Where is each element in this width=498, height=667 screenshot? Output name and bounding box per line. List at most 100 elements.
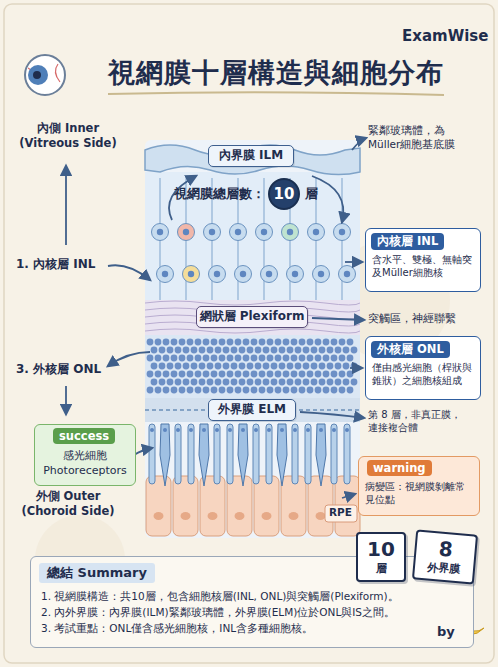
onl-nucleus [171, 339, 178, 346]
onl-nucleus [291, 387, 298, 394]
node-text: 僅由感光細胞（桿狀與錐狀）之細胞核組成 [366, 358, 480, 390]
onl-nucleus [163, 339, 170, 346]
leader-arrow [342, 494, 355, 498]
node-text: 感光細胞 Photoreceptors [35, 444, 135, 481]
onl-nucleus [151, 363, 158, 370]
heading: 外核層 ONL [371, 341, 450, 358]
node-text: 層 [358, 561, 404, 576]
pointer-arrow [108, 265, 150, 280]
cone [316, 424, 326, 486]
ilm-band [145, 145, 360, 175]
rod [149, 424, 155, 484]
onl-nucleus [271, 379, 278, 386]
onl-nucleus [275, 371, 282, 378]
onl-nucleus [335, 379, 342, 386]
onl-nucleus [227, 355, 234, 362]
signature: by [437, 624, 455, 641]
rpe-cell [254, 476, 279, 536]
onl-nucleus [295, 347, 302, 354]
onl-nucleus [259, 387, 266, 394]
onl-nucleus [255, 363, 262, 370]
onl-nucleus [267, 387, 274, 394]
onl-nucleus [155, 339, 162, 346]
onl-nucleus [339, 339, 346, 346]
onl-nucleus [279, 379, 286, 386]
onl-nucleus [287, 347, 294, 354]
onl-nucleus [263, 347, 270, 354]
cone [238, 424, 248, 486]
onl-nucleus [159, 379, 166, 386]
onl-nucleus [307, 355, 314, 362]
nucleus [188, 271, 194, 277]
brand: ExamWise [402, 27, 488, 47]
cone [199, 424, 209, 486]
onl-nucleus [227, 339, 234, 346]
nucleus [313, 229, 319, 235]
onl-nucleus [235, 355, 242, 362]
layer-pointer: 1. 內核層 INL [16, 257, 95, 273]
onl-nucleus [347, 371, 354, 378]
onl-nucleus [303, 363, 310, 370]
inl-cell [183, 266, 200, 283]
rpe-nucleus [316, 512, 326, 520]
side-label: 內側 Inner (Vitreous Side) [12, 121, 124, 151]
onl-nucleus [151, 347, 158, 354]
onl-nucleus [231, 363, 238, 370]
rpe-nucleus [181, 512, 191, 520]
onl-nucleus [175, 379, 182, 386]
pupil [33, 71, 41, 79]
cone [277, 424, 287, 486]
rpe-cell [281, 476, 306, 536]
onl-nucleus [227, 371, 234, 378]
inner-segment [202, 428, 206, 432]
onl-nucleus [199, 363, 206, 370]
count-unit: 層 [305, 186, 318, 202]
onl-nucleus [259, 371, 266, 378]
part-name: RPE [329, 506, 352, 520]
inner-segment [189, 428, 193, 432]
onl-nucleus [211, 387, 218, 394]
onl-nucleus [199, 379, 206, 386]
nucleus [209, 229, 215, 235]
onl-nucleus [219, 355, 226, 362]
onl-nucleus [343, 347, 350, 354]
node-text: 1. 視網膜構造：共10層，包含細胞核層(INL, ONL)與突觸層(Plexi… [41, 588, 473, 604]
onl-nucleus [223, 347, 230, 354]
node-text: 含水平、雙極、無軸突及Müller細胞核 [366, 250, 480, 282]
onl-nucleus [171, 387, 178, 394]
nucleus [240, 271, 246, 277]
onl-nucleus [183, 347, 190, 354]
rpe-nucleus [235, 512, 245, 520]
onl-nucleus [291, 339, 298, 346]
rpe-cell [146, 476, 171, 536]
inner-segment [345, 428, 349, 432]
onl-nucleus [247, 379, 254, 386]
onl-nucleus [251, 387, 258, 394]
frame [4, 4, 494, 663]
onl-nucleus [331, 339, 338, 346]
summary-box: 總結 Summary1. 視網膜構造：共10層，包含細胞核層(INL, ONL)… [30, 556, 474, 648]
onl-nucleus [315, 355, 322, 362]
onl-nucleus [267, 355, 274, 362]
pointer-arrow [134, 448, 152, 455]
onl-nucleus [179, 339, 186, 346]
count-label: 視網膜總層數： [174, 186, 265, 202]
stat-card: 10層 [356, 532, 406, 582]
rod [214, 424, 220, 484]
onl-nucleus [279, 347, 286, 354]
onl-nucleus [239, 363, 246, 370]
onl-nucleus [331, 371, 338, 378]
onl-nucleus [167, 347, 174, 354]
node-text: 外界膜 ELM [209, 400, 295, 419]
title: 視網膜十層構造與細胞分布 [108, 55, 444, 91]
inner-segment [332, 428, 336, 432]
onl-nucleus [299, 371, 306, 378]
inner-segment [215, 428, 219, 432]
onl-nucleus [323, 339, 330, 346]
onl-nucleus [147, 355, 154, 362]
title-underline [108, 92, 444, 95]
onl-nucleus [171, 371, 178, 378]
onl-nucleus [183, 363, 190, 370]
